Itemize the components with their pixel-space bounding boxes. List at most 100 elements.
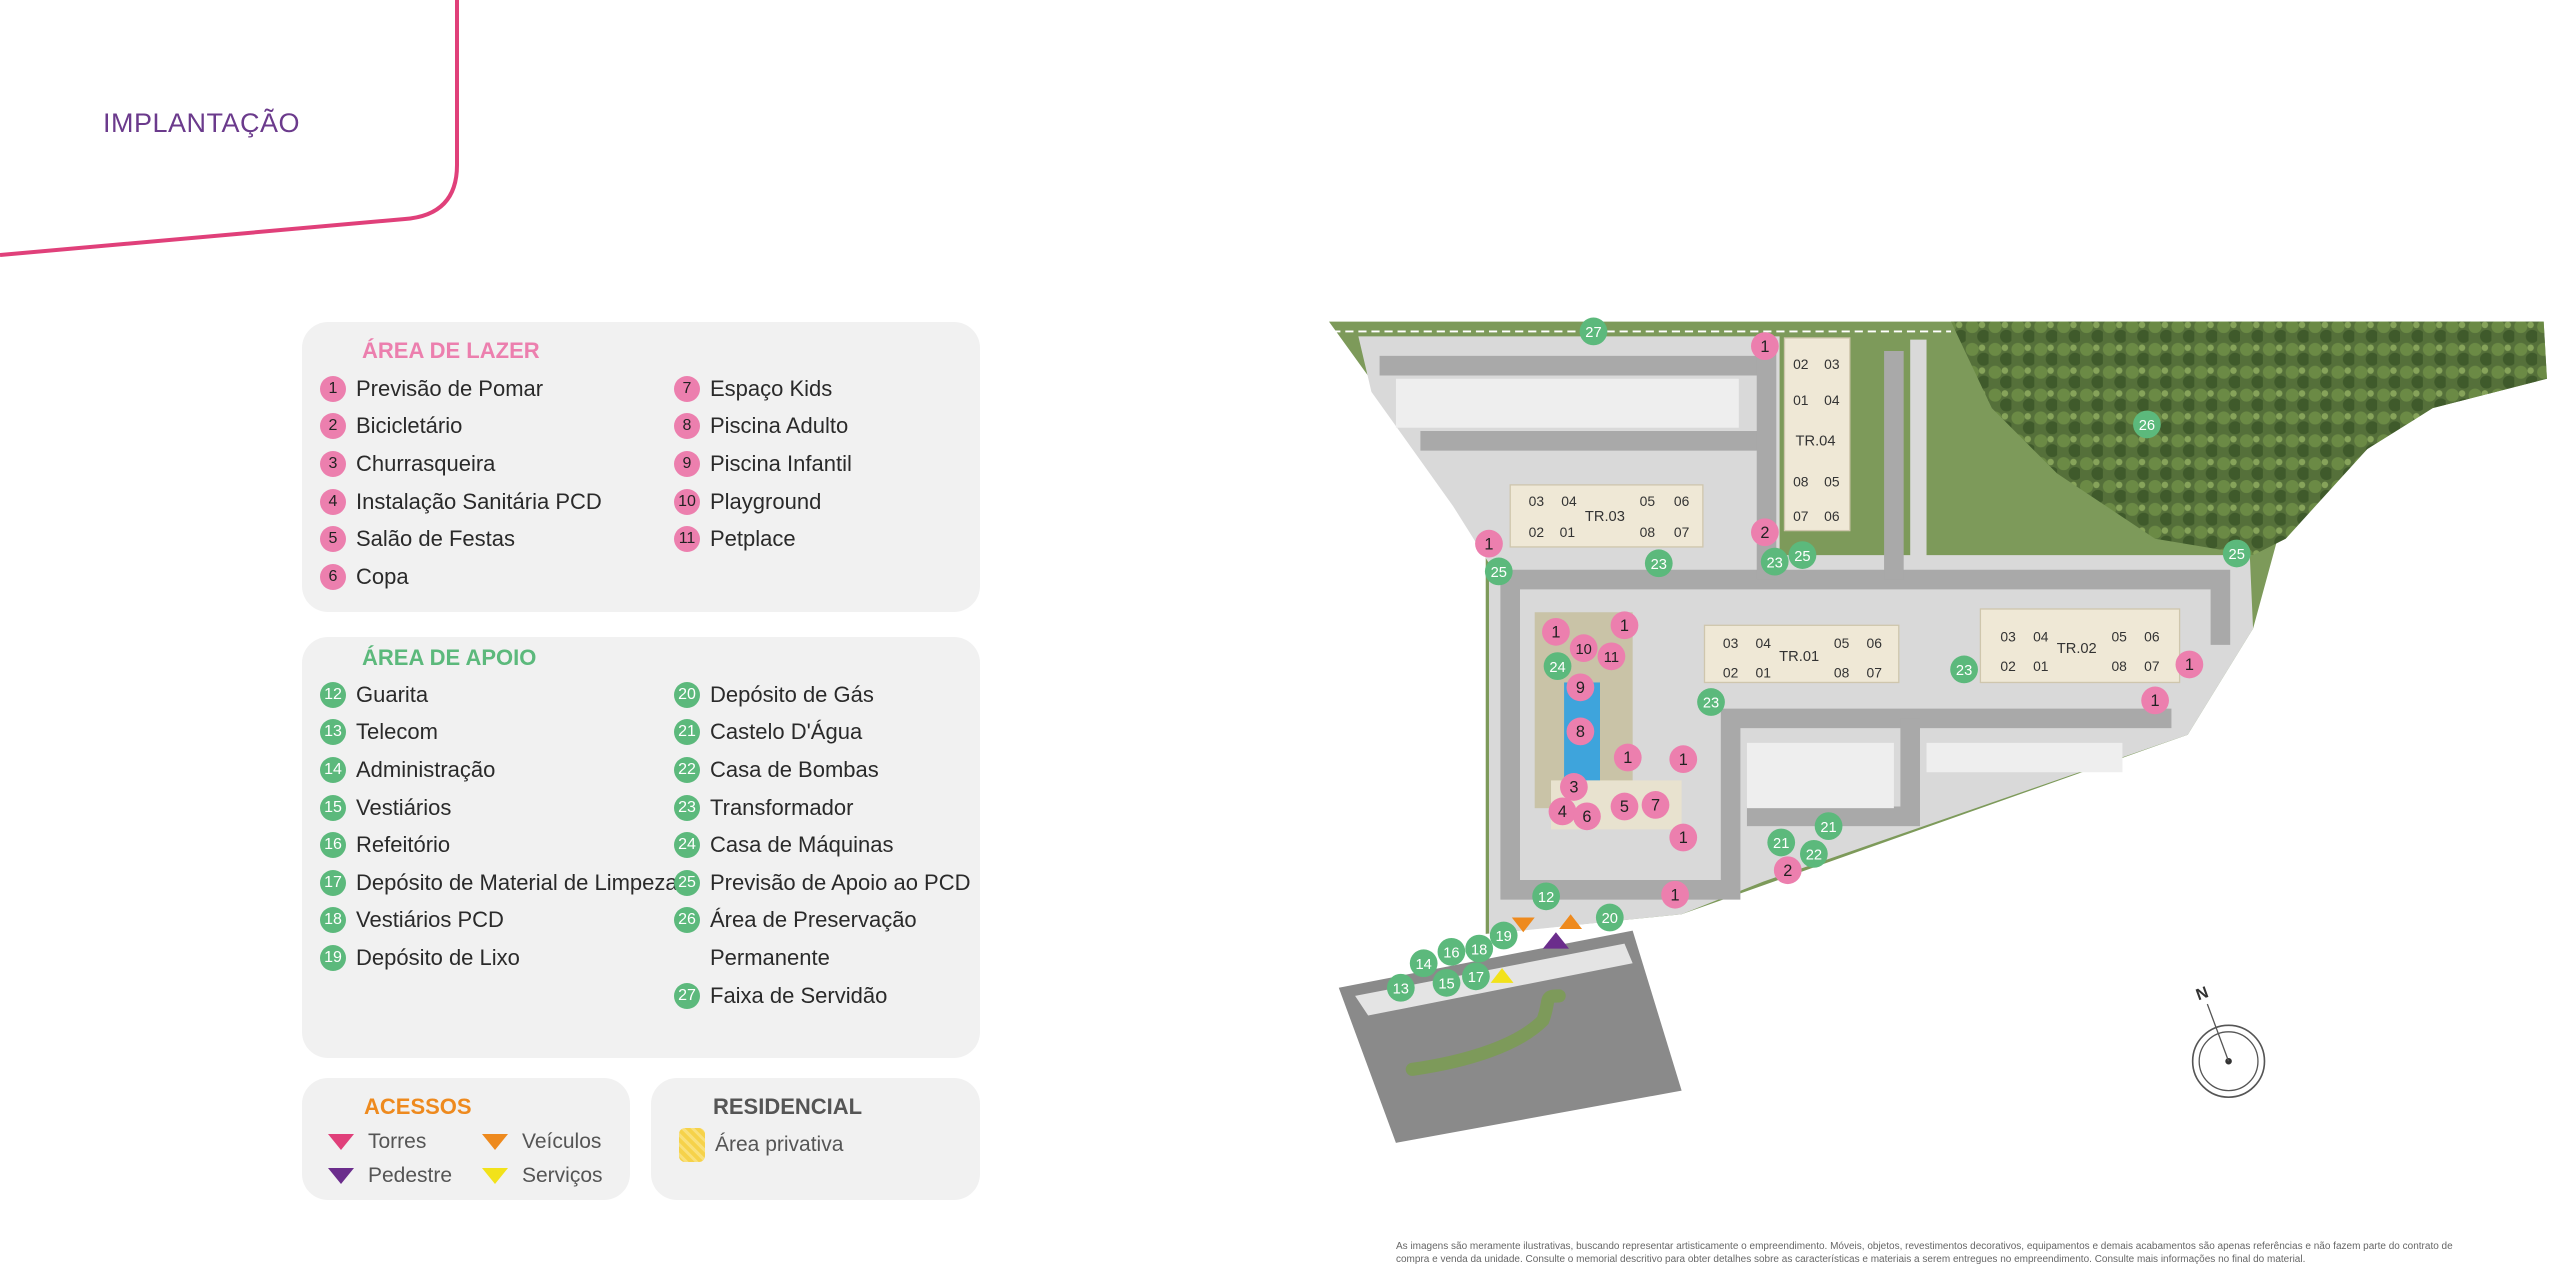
legend-item-label: Salão de Festas [356,526,515,552]
legend-item-label-cont: Permanente [710,944,830,970]
unit-label: 02 [1723,665,1739,681]
apoio-marker-12[interactable]: 12 [1532,882,1560,911]
marker-label: 24 [1549,660,1565,676]
legend-item-label: Copa [356,563,409,589]
marker-label: 1 [2185,656,2194,674]
number-badge-icon: 27 [674,982,700,1009]
apoio-marker-27[interactable]: 27 [1579,317,1608,346]
apoio-marker-22[interactable]: 22 [1800,840,1828,868]
lazer-marker-7[interactable]: 7 [1641,791,1670,819]
number-badge-icon: 17 [320,869,346,896]
lazer-marker-1[interactable]: 1 [1610,611,1639,640]
unit-label: 02 [1793,356,1809,372]
apoio-marker-25[interactable]: 25 [2222,539,2251,568]
apoio-marker-21[interactable]: 21 [1767,828,1796,857]
apoio-marker-24[interactable]: 24 [1543,652,1572,680]
apoio-marker-25[interactable]: 25 [1484,557,1513,586]
lazer-marker-2[interactable]: 2 [1773,856,1802,885]
apoio-marker-25[interactable]: 25 [1788,541,1817,569]
unit-label: 05 [1640,493,1656,509]
unit-label: 01 [1793,392,1809,408]
apoio-marker-20[interactable]: 20 [1595,903,1624,932]
apoio-marker-16[interactable]: 16 [1437,937,1466,966]
number-badge-icon: 4 [320,488,346,515]
lazer-marker-1[interactable]: 1 [1475,529,1503,558]
apoio-marker-23[interactable]: 23 [1950,655,1978,684]
legend-item-label: Administração [356,756,496,782]
access-label: Veículos [522,1130,602,1153]
legend-item-label: Casa de Bombas [710,756,879,782]
number-badge-icon: 15 [320,794,346,821]
marker-label: 2 [1760,524,1769,542]
apoio-marker-13[interactable]: 13 [1386,973,1415,1002]
lazer-marker-1[interactable]: 1 [2141,686,2169,715]
lazer-marker-1[interactable]: 1 [2175,650,2204,679]
apoio-marker-23[interactable]: 23 [1644,549,1673,578]
access-vehicle-out-icon [1559,914,1583,929]
marker-label: 16 [1443,946,1459,962]
unit-label: 02 [2000,658,2016,674]
lazer-marker-1[interactable]: 1 [1661,880,1689,909]
marker-label: 2 [1783,862,1792,880]
page-title: IMPLANTAÇÃO [103,108,301,138]
apoio-marker-17[interactable]: 17 [1462,962,1490,991]
number-badge-icon: 8 [674,413,700,440]
unit-label: 08 [1640,524,1656,540]
marker-label: 4 [1558,803,1567,821]
triangle-icon [328,1168,354,1184]
unit-label: 06 [2144,629,2160,645]
lazer-marker-3[interactable]: 3 [1560,773,1588,801]
marker-label: 23 [1956,663,1972,679]
apoio-marker-26[interactable]: 26 [2133,410,2161,439]
lazer-marker-9[interactable]: 9 [1566,673,1595,702]
lazer-marker-5[interactable]: 5 [1610,792,1639,821]
legend-item-label: Casa de Máquinas [710,832,894,858]
apoio-marker-18[interactable]: 18 [1465,934,1494,963]
marker-label: 1 [1760,338,1769,356]
lazer-marker-4[interactable]: 4 [1548,797,1577,826]
marker-label: 12 [1538,890,1554,906]
apoio-marker-23[interactable]: 23 [1760,547,1789,576]
marker-label: 20 [1602,911,1618,927]
lazer-marker-6[interactable]: 6 [1573,802,1601,831]
apoio-marker-19[interactable]: 19 [1489,921,1518,950]
lazer-marker-1[interactable]: 1 [1542,617,1570,646]
legend-item-label: Churrasqueira [356,450,496,476]
number-badge-icon: 22 [674,756,700,783]
entry-street [1338,930,1682,1143]
marker-label: 5 [1620,798,1629,816]
access-vehicle-in-icon [1511,917,1535,933]
apoio-marker-14[interactable]: 14 [1409,949,1438,978]
lazer-marker-1[interactable]: 1 [1669,823,1698,852]
legend-item-label: Instalação Sanitária PCD [356,488,602,514]
lazer-marker-1[interactable]: 1 [1751,332,1779,360]
unit-label: 04 [1756,635,1772,651]
lazer-marker-1[interactable]: 1 [1669,745,1698,774]
legend-item-label: Piscina Infantil [710,450,852,476]
marker-label: 1 [1551,624,1560,642]
lazer-marker-10[interactable]: 10 [1569,634,1598,663]
lazer-marker-1[interactable]: 1 [1613,743,1642,772]
apoio-marker-21[interactable]: 21 [1814,812,1843,840]
access-service-icon [1490,968,1514,983]
unit-label: 04 [1561,493,1577,509]
legend-lazer-heading: ÁREA DE LAZER [362,338,540,363]
apoio-marker-15[interactable]: 15 [1432,968,1461,997]
apoio-marker-23[interactable]: 23 [1697,688,1725,716]
access-pedestre: Pedestre [328,1164,452,1188]
lazer-marker-8[interactable]: 8 [1566,717,1595,746]
lazer-marker-2[interactable]: 2 [1751,518,1779,547]
lazer-marker-11[interactable]: 11 [1597,642,1626,671]
